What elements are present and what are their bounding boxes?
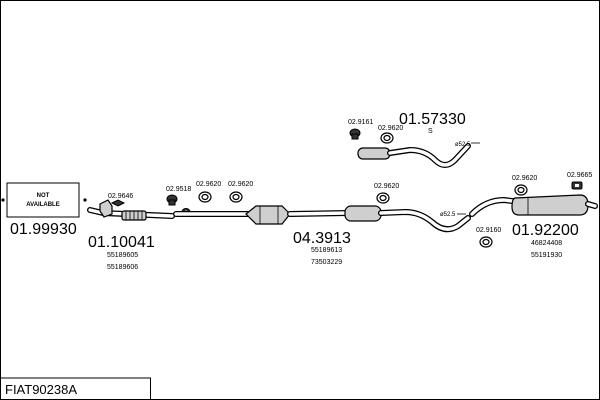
clamp-icon bbox=[571, 181, 583, 190]
rubber-mount-icon bbox=[514, 184, 528, 196]
rear-silencer-part-no: 01.92200 bbox=[512, 222, 579, 239]
tailpipe-section: 01.57330 S 02.9161 02.9620 ø52.5 bbox=[348, 111, 480, 168]
front-clamp-icon bbox=[99, 199, 113, 218]
tailpipe-fitting-1-label: 02.9161 bbox=[348, 119, 373, 126]
tailpipe-diameter-label: ø52.5 bbox=[455, 142, 471, 148]
rear-silencer-shape bbox=[511, 194, 589, 216]
not-available-part-no: 01.99930 bbox=[10, 221, 77, 238]
rear-fitting-1-label: 02.9620 bbox=[512, 175, 537, 182]
rear-silencer-oem-2: 55191930 bbox=[531, 252, 562, 259]
rubber-mount-icon bbox=[376, 192, 390, 204]
rear-fitting-2-label: 02.9665 bbox=[567, 172, 592, 179]
not-available-line1: NOT bbox=[37, 193, 50, 199]
catalyst-section: 02.9518 02.9620 02.9620 04.3913 bbox=[166, 181, 351, 266]
rear-silencer-section: 02.9620 02.9665 02.9160 01.92200 4682440… bbox=[469, 172, 598, 259]
not-available-line2: AVAILABLE bbox=[26, 202, 59, 208]
not-available-box bbox=[6, 182, 80, 218]
cat-fitting-1-label: 02.9518 bbox=[166, 186, 191, 193]
middle-silencer-section: 02.9620 ø52.5 bbox=[344, 183, 471, 233]
catalyst-oem-1: 55189613 bbox=[311, 247, 342, 254]
rubber-mount-icon bbox=[479, 236, 493, 248]
catalyst-oem-2: 73503229 bbox=[311, 259, 342, 266]
tailpipe-silencer-shape bbox=[357, 147, 391, 160]
tailpipe-part-no: 01.57330 bbox=[399, 111, 466, 128]
clamp-icon bbox=[166, 194, 178, 206]
front-pipe-oem-2: 55189606 bbox=[107, 264, 138, 271]
tailpipe-fitting-2-label: 02.9620 bbox=[378, 125, 403, 132]
pipe-joint-dot bbox=[83, 198, 87, 202]
rubber-mount-icon bbox=[380, 132, 394, 144]
cat-fitting-3-label: 02.9620 bbox=[228, 181, 253, 188]
catalyst-part-no: 04.3913 bbox=[293, 230, 351, 247]
rubber-mount-icon bbox=[198, 191, 212, 203]
front-pipe-oem-1: 55189605 bbox=[107, 252, 138, 259]
catalytic-converter-shape bbox=[245, 205, 291, 225]
tailpipe-note: S bbox=[428, 128, 433, 135]
not-available-section: NOT AVAILABLE 01.99930 bbox=[1, 182, 87, 238]
front-gasket-icon bbox=[110, 199, 126, 207]
middle-fitting-label: 02.9620 bbox=[374, 183, 399, 190]
front-fitting-label: 02.9646 bbox=[108, 193, 133, 200]
footer-code: FIAT90238A bbox=[5, 382, 77, 397]
middle-silencer-shape bbox=[344, 205, 382, 222]
rear-silencer-oem-1: 46824408 bbox=[531, 240, 562, 247]
middle-diameter-label: ø52.5 bbox=[440, 212, 456, 218]
clamp-icon bbox=[349, 128, 361, 140]
front-pipe-part-no: 01.10041 bbox=[88, 234, 155, 251]
pipe-start-dot bbox=[1, 198, 5, 202]
front-pipe-section: 02.9646 01.10041 55189605 55189606 bbox=[87, 193, 175, 271]
cat-fitting-2-label: 02.9620 bbox=[196, 181, 221, 188]
rubber-mount-icon bbox=[229, 191, 243, 203]
rear-fitting-3-label: 02.9160 bbox=[476, 227, 501, 234]
footer-code-section: FIAT90238A bbox=[0, 377, 151, 400]
